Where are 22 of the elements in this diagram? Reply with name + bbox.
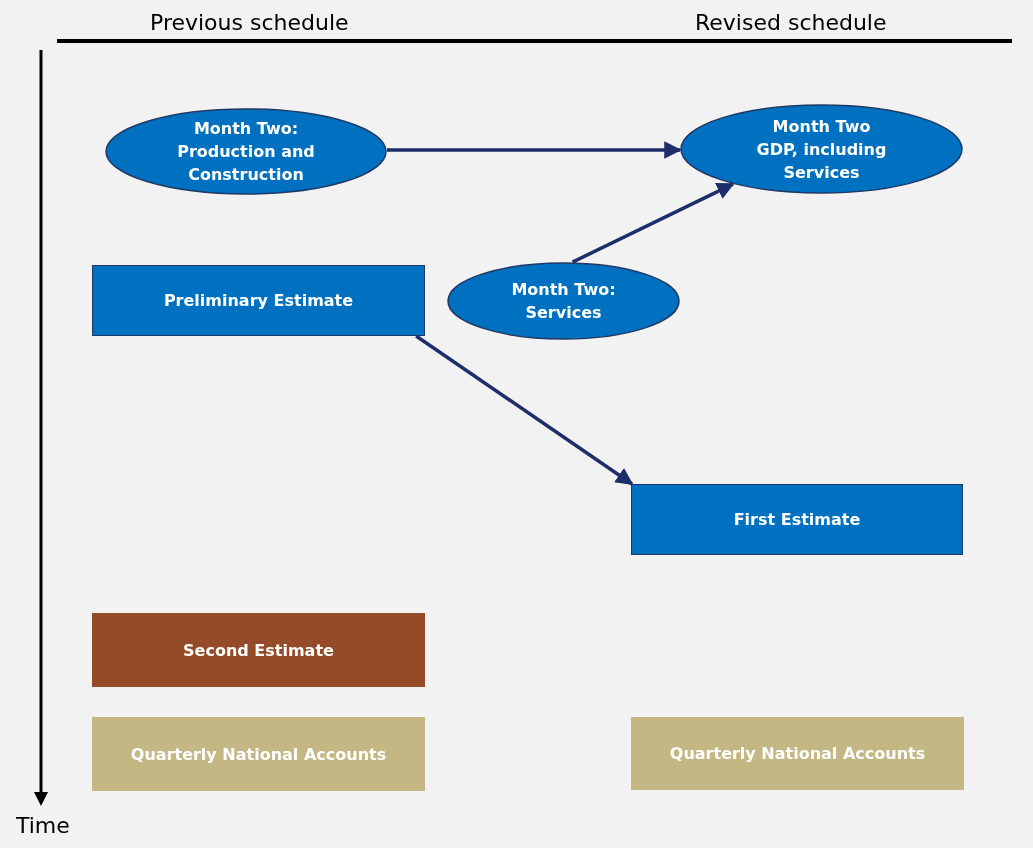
node-text: Month Two: Production and Construction <box>176 118 316 186</box>
process-box <box>92 717 425 791</box>
column-heading: Previous schedule <box>150 10 349 35</box>
process-box <box>92 265 425 336</box>
process-box <box>631 484 963 555</box>
arrow <box>571 182 735 264</box>
ellipse-node <box>680 104 963 194</box>
node-text: Second Estimate <box>183 639 334 662</box>
axis-label: Time <box>16 813 70 838</box>
arrow <box>386 141 682 159</box>
node-text: Month Two: Services <box>510 279 617 324</box>
node-text: Preliminary Estimate <box>163 290 354 312</box>
node-text: Quarterly National Accounts <box>669 743 926 765</box>
process-box <box>631 717 964 790</box>
arrow <box>415 334 634 486</box>
column-heading: Revised schedule <box>695 10 887 35</box>
process-box <box>92 613 425 687</box>
node-text: Quarterly National Accounts <box>130 743 387 766</box>
ellipse-node <box>105 108 387 195</box>
node-text: First Estimate <box>733 509 861 531</box>
node-text: Month Two GDP, including Services <box>755 115 888 184</box>
ellipse-node <box>447 262 680 340</box>
